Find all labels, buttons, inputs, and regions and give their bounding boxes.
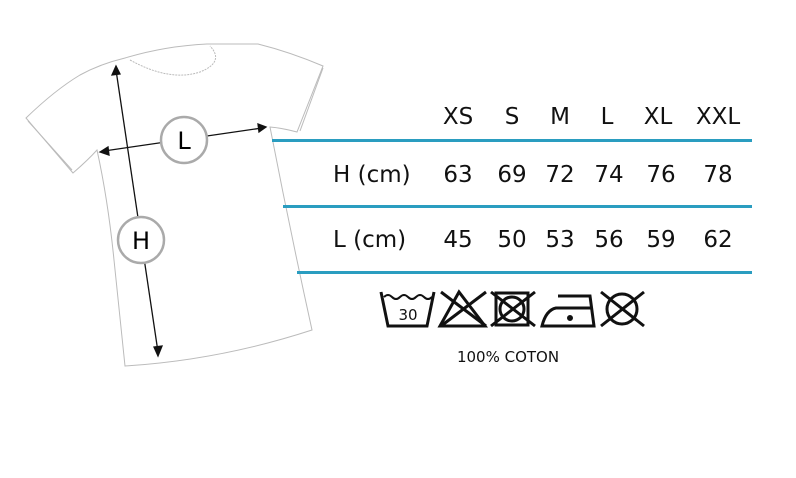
cell: 63 [443,162,473,188]
size-s: S [504,104,520,130]
cell: 59 [646,227,676,253]
cell: 50 [497,227,527,253]
table-rule [283,205,752,208]
cell: 56 [594,227,624,253]
table-rule [272,139,752,142]
no-bleach-icon [437,289,489,328]
size-xxl: XXL [695,104,741,130]
wash-temp-label: 30 [398,306,417,324]
cell: 62 [703,227,733,253]
cell: 78 [703,162,733,188]
wash-30-icon: 30 [379,291,436,328]
no-dry-clean-icon [600,290,645,328]
length-badge: L [159,115,209,165]
size-xl: XL [643,104,673,130]
length-badge-label: L [177,127,191,155]
tshirt-outline [25,43,324,367]
cell: 45 [443,227,473,253]
cell: 69 [497,162,527,188]
table-rule [297,271,752,274]
height-badge-label: H [132,227,150,255]
row-label: H (cm) [333,162,411,188]
cell: 74 [594,162,624,188]
size-m: M [550,104,570,130]
row-label: L (cm) [333,227,407,253]
height-arrow [110,64,164,358]
cell: 53 [545,227,575,253]
no-tumble-dry-icon [490,290,536,328]
size-l: L [600,104,614,130]
cell: 76 [646,162,676,188]
fabric-label: 100% COTON [456,348,560,366]
height-badge: H [116,215,166,265]
iron-low-icon [540,294,596,328]
size-xs: XS [442,104,474,130]
cell: 72 [545,162,575,188]
